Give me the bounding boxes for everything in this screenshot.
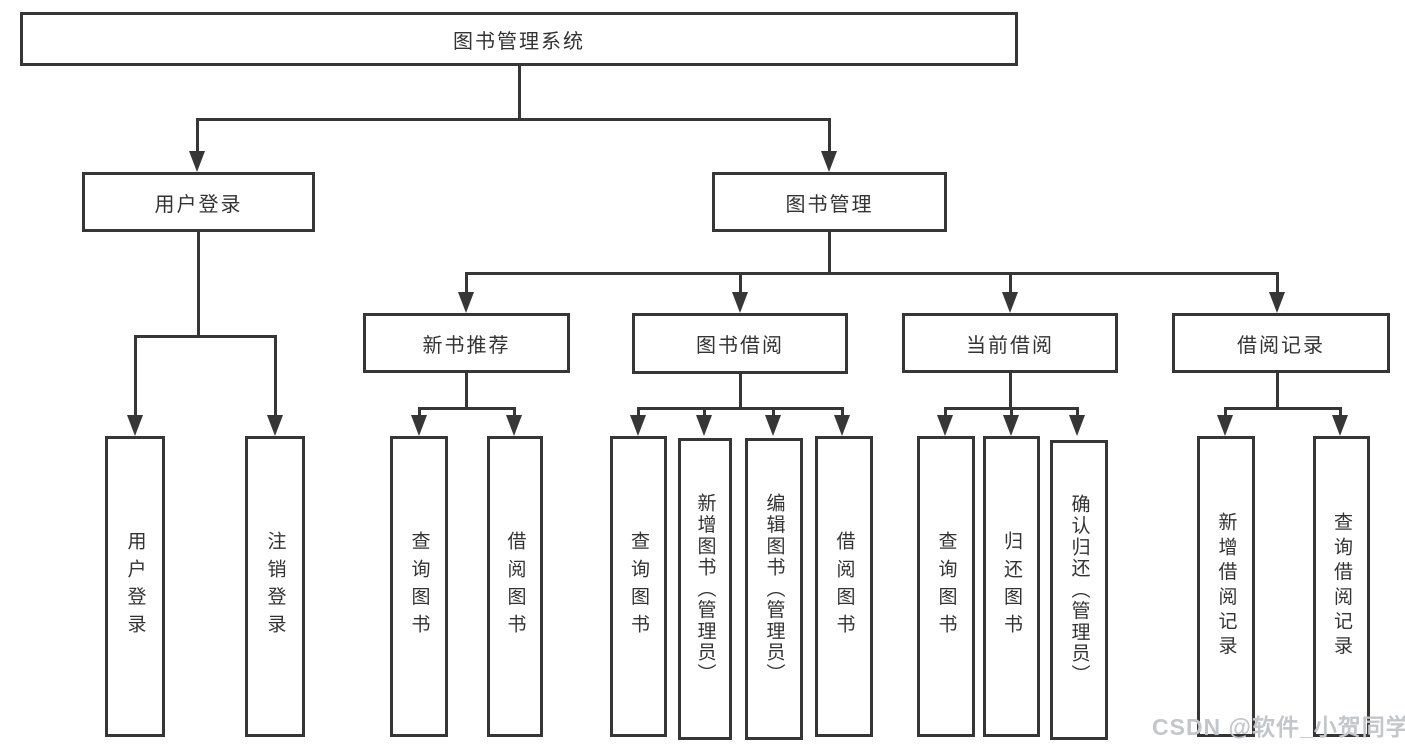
arrowhead [630,415,646,436]
connector-hline [134,335,277,338]
connector-vline [1076,407,1079,415]
connector-hline [418,407,516,410]
leaf-return-books: 归还图书 [983,436,1040,737]
connector-vline [518,66,521,119]
node-book-borrowing: 图书借阅 [632,313,848,374]
connector-hline [637,407,844,410]
connector-vline [196,118,199,151]
connector-vline [1009,272,1012,293]
arrowhead [506,415,522,436]
connector-vline [418,407,421,415]
arrowhead [1332,415,1348,436]
connector-vline [1009,373,1012,407]
arrowhead [1003,415,1019,436]
arrowhead [458,292,474,313]
leaf-query-books-recommend: 查询图书 [390,436,448,737]
leaf-query-books-current: 查询图书 [917,436,975,737]
node-current-borrowing: 当前借阅 [902,313,1118,373]
arrowhead [1002,292,1018,313]
connector-hline [1224,407,1342,410]
arrowhead [127,415,143,436]
arrowhead [765,415,781,436]
arrowhead [732,292,748,313]
csdn-watermark: CSDN @软件_小贺同学 [1152,714,1405,740]
connector-vline [1224,407,1227,415]
arrowhead [411,415,427,436]
connector-vline [465,272,468,293]
connector-vline [197,232,200,335]
connector-vline [1276,373,1279,407]
arrowhead [1217,415,1233,436]
connector-vline [1276,272,1279,293]
connector-vline [739,272,742,293]
connector-vline [703,407,706,415]
leaf-add-borrow-record: 新增借阅记录 [1197,436,1255,737]
connector-hline [197,118,831,121]
arrowhead [696,415,712,436]
node-user-login: 用户登录 [82,172,315,232]
connector-vline [772,407,775,415]
leaf-logout: 注销登录 [245,436,305,737]
leaf-user-login: 用户登录 [105,436,165,737]
connector-vline [1339,407,1342,415]
arrowhead [189,151,205,172]
leaf-query-books-borrowing: 查询图书 [610,436,667,737]
connector-vline [637,407,640,415]
arrowhead [821,151,837,172]
leaf-edit-books-admin: 编辑图书（管理员） [745,438,803,740]
connector-vline [828,118,831,151]
arrowhead [1069,415,1085,436]
connector-hline [465,272,1279,275]
connector-vline [739,374,742,407]
leaf-confirm-return-admin: 确认归还（管理员） [1050,440,1108,740]
node-library-management-system: 图书管理系统 [20,12,1018,66]
leaf-borrow-books-borrowing: 借阅图书 [815,436,873,737]
leaf-query-borrow-record: 查询借阅记录 [1313,436,1370,737]
connector-vline [134,335,137,415]
leaf-borrow-books-recommend: 借阅图书 [487,436,543,737]
node-new-book-recommendation: 新书推荐 [363,313,570,373]
connector-vline [513,407,516,415]
node-book-management: 图书管理 [712,172,947,232]
connector-vline [274,335,277,415]
connector-vline [944,407,947,415]
node-borrowing-records: 借阅记录 [1172,313,1390,373]
connector-vline [828,232,831,272]
connector-vline [841,407,844,415]
connector-vline [1010,407,1013,415]
arrowhead [834,415,850,436]
arrowhead [937,415,953,436]
leaf-add-books-admin: 新增图书（管理员） [678,438,732,740]
arrowhead [267,415,283,436]
arrowhead [1269,292,1285,313]
connector-vline [465,373,468,407]
